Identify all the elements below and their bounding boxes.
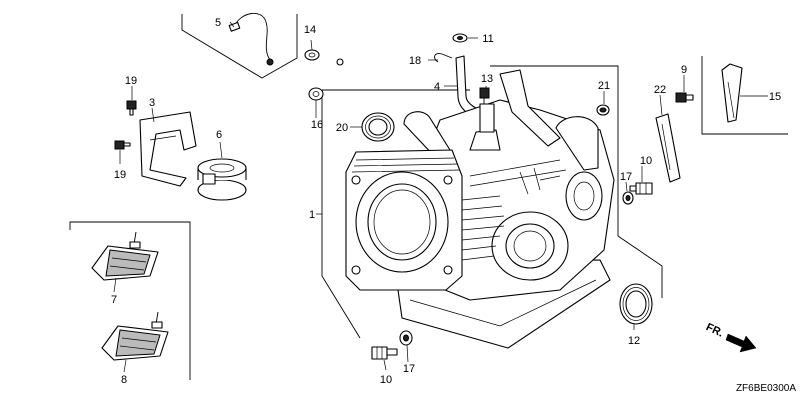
gauge-part-15 <box>721 63 743 123</box>
bolt-part-10b <box>371 346 398 360</box>
crankcase-part-1 <box>345 69 615 349</box>
callout-17-right: 17 <box>620 171 632 183</box>
crankcase-group-frame <box>321 65 663 339</box>
mount-part-7 <box>91 231 159 281</box>
callout-10-bottom: 10 <box>380 374 392 386</box>
wire-group-frame <box>181 14 298 79</box>
wire-part <box>228 13 274 66</box>
nut-part-11 <box>452 33 468 43</box>
callout-11: 11 <box>482 33 493 45</box>
front-direction-indicator: FR. <box>704 321 757 353</box>
callout-16: 16 <box>311 119 323 131</box>
callout-14: 14 <box>304 24 316 36</box>
washer-part-14 <box>304 49 320 61</box>
callout-labels: 5 14 11 18 13 4 19 3 19 6 16 20 21 22 9 … <box>111 17 781 386</box>
callout-17-bottom: 17 <box>403 363 415 375</box>
plug-part-21 <box>596 104 610 116</box>
bolt-part-9 <box>675 92 694 103</box>
clip-part-18 <box>434 53 453 63</box>
washer-part-17a <box>622 191 634 205</box>
gauge-group-frame <box>701 56 788 135</box>
bolt-part-19a <box>126 100 137 116</box>
mount-part-8 <box>101 311 169 361</box>
callout-1: 1 <box>309 209 315 221</box>
callout-19-bottom: 19 <box>114 169 126 181</box>
dipstick-part-22 <box>655 113 681 183</box>
bearing-part-20 <box>361 112 395 142</box>
callout-3: 3 <box>149 97 155 109</box>
callout-10-right: 10 <box>640 155 652 167</box>
bushing-part-16 <box>308 87 324 101</box>
callout-21: 21 <box>598 80 610 92</box>
bolt-part-19b <box>114 140 131 150</box>
sensor-part-6 <box>197 158 247 201</box>
callout-20: 20 <box>336 122 348 134</box>
leader-lines <box>113 21 768 373</box>
oil-seal-part-12 <box>619 283 653 325</box>
cooling-fins <box>351 157 505 261</box>
callout-6: 6 <box>216 129 222 141</box>
callout-18: 18 <box>409 55 421 67</box>
callout-12: 12 <box>628 335 640 347</box>
callout-7: 7 <box>111 294 117 306</box>
callout-8: 8 <box>121 374 127 386</box>
fitting-part-13 <box>479 87 490 106</box>
front-direction-label: FR. <box>704 321 725 339</box>
callout-5: 5 <box>215 17 221 29</box>
diagram-code: ZF6BE0300A <box>736 383 796 394</box>
callout-19-top: 19 <box>125 75 137 87</box>
mount-group-frame <box>69 221 191 380</box>
callout-15: 15 <box>769 91 781 103</box>
cable-part <box>231 58 344 177</box>
bolt-part-10a <box>629 182 653 195</box>
bracket-part-3 <box>139 111 197 187</box>
washer-part-17b <box>399 330 413 346</box>
callout-4: 4 <box>434 81 440 93</box>
callout-9: 9 <box>681 64 687 76</box>
front-arrow-icon <box>725 333 757 353</box>
callout-13: 13 <box>481 73 493 85</box>
callout-22: 22 <box>654 84 666 96</box>
